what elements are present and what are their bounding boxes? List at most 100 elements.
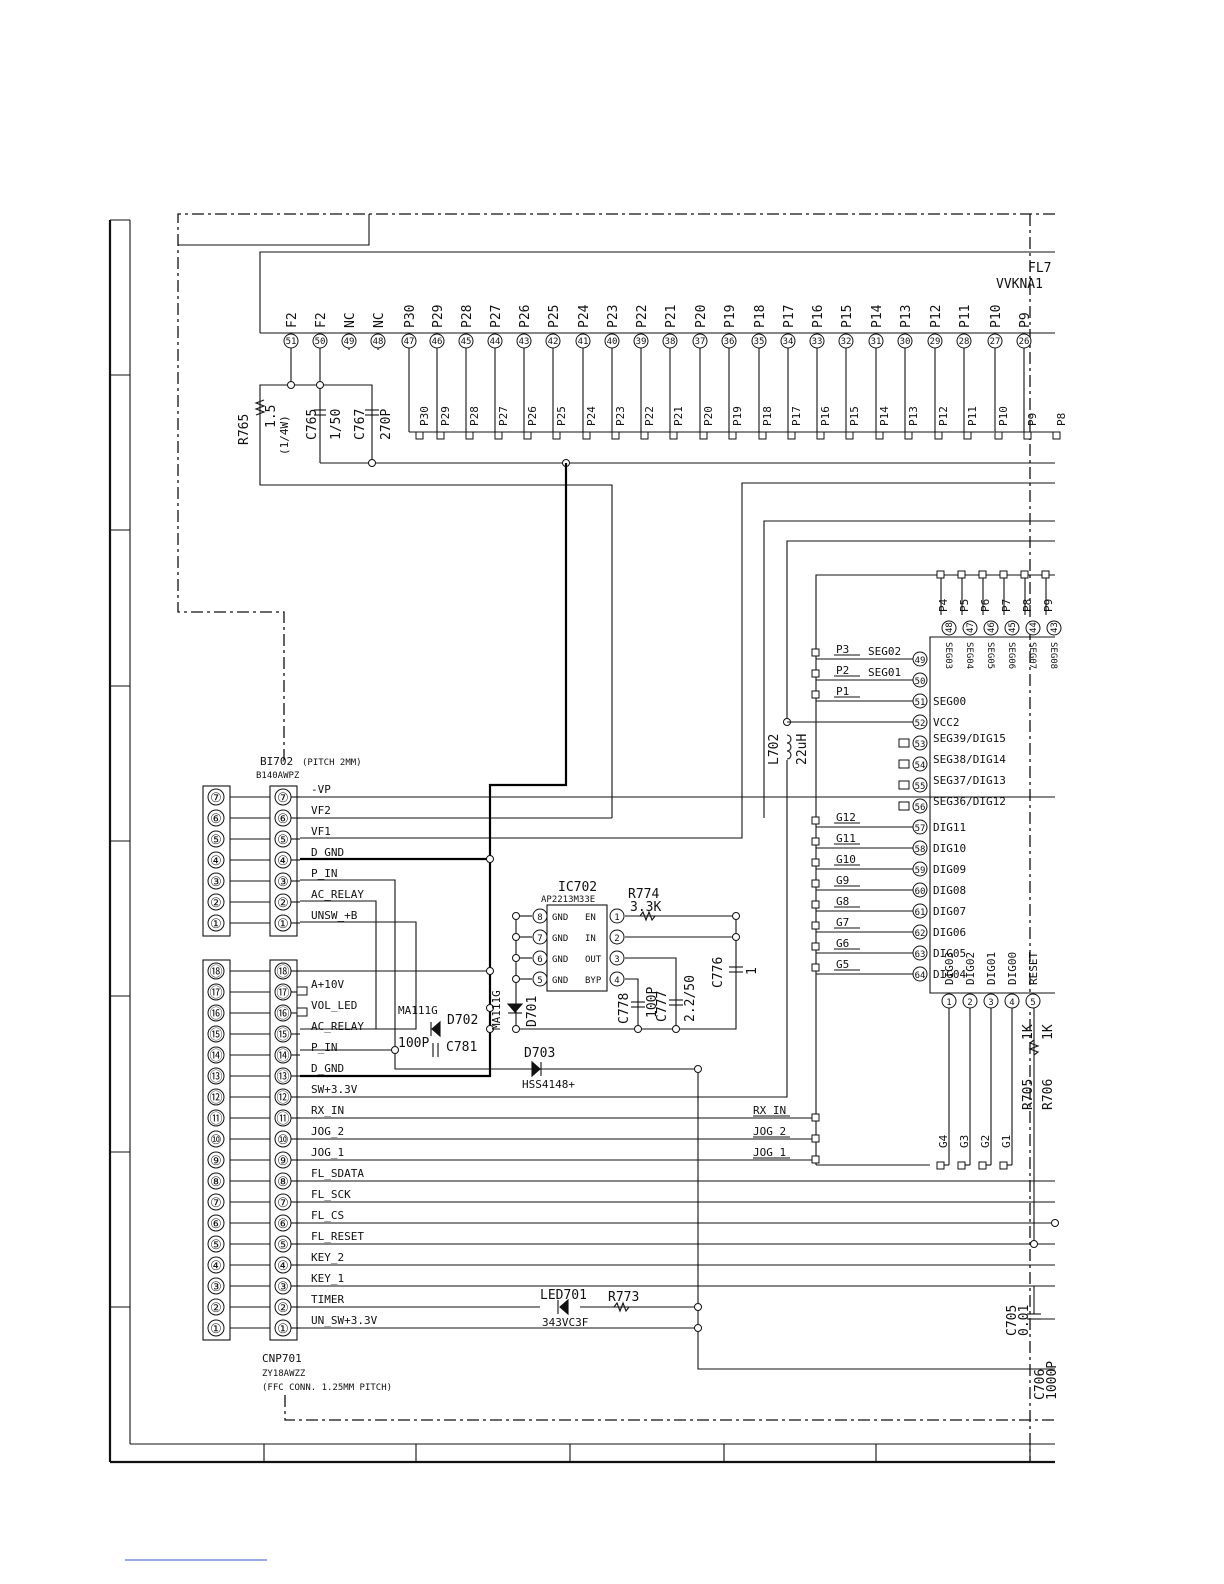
fl-pin-label: P27 bbox=[489, 305, 504, 328]
fl-pin-circle bbox=[458, 333, 474, 349]
mcu-top-net: P6 bbox=[979, 599, 992, 612]
fl-pin-circle bbox=[809, 333, 825, 349]
fl-pin-label: P28 bbox=[460, 305, 475, 328]
mcu-left-pin-num: 63 bbox=[915, 950, 926, 960]
cnp701-signal-label: FL_CS bbox=[311, 1209, 344, 1222]
fl-pin-circle bbox=[1016, 333, 1032, 349]
bi702-pin-num-right: ② bbox=[277, 896, 289, 911]
mcu-left-pin-num: 56 bbox=[915, 803, 926, 813]
fl-pin-circle bbox=[633, 333, 649, 349]
mcu-top-pad bbox=[999, 570, 1008, 579]
mcu-top-pin-num: 46 bbox=[987, 622, 997, 633]
mcu-bottom-pin-name: DIG03 bbox=[943, 952, 956, 985]
cnp701-pin-num-right: ④ bbox=[277, 1259, 289, 1274]
mcu-left-pin-name: SEG00 bbox=[933, 695, 966, 708]
fl-net-label: P12 bbox=[937, 406, 950, 426]
r765-zigzag bbox=[254, 399, 266, 416]
fl-net-pad bbox=[582, 431, 591, 440]
cnp701-pin-left bbox=[207, 983, 225, 1001]
ic702-pin-circle bbox=[609, 950, 625, 966]
mcu-bottom-pin-name: DIG01 bbox=[985, 952, 998, 985]
fl-pin-circle bbox=[575, 333, 591, 349]
mcu-bottom-pin-circle bbox=[1025, 993, 1041, 1009]
cnp701-pin-num-right: ③ bbox=[277, 1280, 289, 1295]
bi702-signal-label: P_IN bbox=[311, 867, 338, 880]
mcu-top-pin-num: 45 bbox=[1008, 622, 1018, 633]
fl-pin-circle bbox=[341, 333, 357, 349]
cnp701-signal-label: FL_SCK bbox=[311, 1188, 351, 1201]
fl-net-label: P11 bbox=[966, 406, 979, 426]
mcu-bottom-net: G2 bbox=[979, 1135, 992, 1148]
fl-pin-num: 41 bbox=[578, 337, 589, 347]
fl-net-label: P29 bbox=[439, 406, 452, 426]
cnp701-signal-label: JOG_2 bbox=[311, 1125, 344, 1138]
fl-net-pad bbox=[494, 431, 503, 440]
fl-net-label: P18 bbox=[761, 406, 774, 426]
d703-part: HSS4148+ bbox=[522, 1078, 575, 1091]
fl-net-pad bbox=[758, 431, 767, 440]
fl-ref: FL7 bbox=[1028, 261, 1051, 276]
cnp701-pin-num-right: ⑨ bbox=[277, 1154, 289, 1169]
cnp701-pin-num-right: ⑮ bbox=[276, 1028, 289, 1043]
mcu-left-pin-num: 60 bbox=[915, 887, 926, 897]
ic702-pin-num: 5 bbox=[537, 976, 542, 986]
bi702-pitch: (PITCH 2MM) bbox=[302, 758, 362, 768]
mcu-bottom-pad bbox=[999, 1161, 1008, 1170]
cnp701-signal-label: P_IN bbox=[311, 1041, 338, 1054]
fl-net-pad bbox=[875, 431, 884, 440]
mcu-left-pin-name: SEG36/DIG12 bbox=[933, 795, 1006, 808]
bi702-signal-label: AC_RELAY bbox=[311, 888, 364, 901]
mcu-top-net: P4 bbox=[937, 598, 950, 612]
fl-pin-label: P23 bbox=[606, 305, 621, 328]
mcu-left-pad bbox=[811, 669, 820, 678]
cnp701-pin-num-right: ② bbox=[277, 1301, 289, 1316]
fl-pin-label: F2 bbox=[285, 312, 300, 328]
fl-pin-circle bbox=[956, 333, 972, 349]
mcu-left-pin-num: 53 bbox=[915, 740, 926, 750]
fl-pin-circle bbox=[751, 333, 767, 349]
fl-pin-label: P26 bbox=[518, 305, 533, 328]
bi702-pin-num-left: ③ bbox=[210, 875, 222, 890]
bi702-pin-left bbox=[207, 893, 225, 911]
cnp701-signal-label: RX_IN bbox=[311, 1104, 344, 1117]
mcu-left-pad bbox=[811, 942, 820, 951]
cnp701-pin-num-left: ⑭ bbox=[209, 1049, 222, 1064]
fl-pin-label: P11 bbox=[958, 305, 973, 328]
fl-pin-circle bbox=[721, 333, 737, 349]
fl-pin-num: 35 bbox=[754, 337, 765, 347]
fl-net-label: P17 bbox=[790, 406, 803, 426]
mcu-top-pins: P448SEG03P547SEG04P646SEG05P745SEG06P844… bbox=[936, 570, 1062, 669]
c777-value: 2.2/50 bbox=[683, 975, 698, 1022]
fl-pin-circle bbox=[927, 333, 943, 349]
cnp701-pin-left bbox=[207, 1046, 225, 1064]
cnp701-pin-num-left: ④ bbox=[210, 1259, 222, 1274]
c781-ref: C781 bbox=[446, 1040, 477, 1055]
fl-pin-label: NC bbox=[372, 312, 387, 328]
cnp701-pin-num-right: ⑯ bbox=[276, 1007, 289, 1022]
mcu-top-pin-circle bbox=[1025, 620, 1041, 636]
cnp701-pin-left bbox=[207, 1025, 225, 1043]
fl-pin-circle bbox=[429, 333, 445, 349]
fl-pin-label: P20 bbox=[694, 305, 709, 328]
d701-part: MA111G bbox=[490, 990, 503, 1030]
bi702-ref: BI702 bbox=[260, 755, 293, 768]
fl-pin-label: P12 bbox=[929, 305, 944, 328]
fl-net-label: P13 bbox=[907, 406, 920, 426]
bi702-pin-left bbox=[207, 788, 225, 806]
bi702-pin-left bbox=[207, 830, 225, 848]
c767-value: 270P bbox=[379, 409, 394, 440]
fl-pin-circle bbox=[487, 333, 503, 349]
mcu-top-pin-name: SEG05 bbox=[985, 642, 995, 669]
bi702-pin-left bbox=[207, 914, 225, 932]
mcu-bottom-pin-name: RESET bbox=[1027, 952, 1040, 985]
cnp701-signal-label: JOG_1 bbox=[311, 1146, 344, 1159]
fl-pin-label: P19 bbox=[723, 305, 738, 328]
mcu-bottom-net: G4 bbox=[937, 1134, 950, 1148]
c705-ref: C705 bbox=[1005, 1305, 1020, 1336]
fl-net-pad bbox=[1023, 431, 1032, 440]
mcu-left-net: G10 bbox=[836, 853, 856, 866]
fl-pin-num: 37 bbox=[695, 337, 706, 347]
